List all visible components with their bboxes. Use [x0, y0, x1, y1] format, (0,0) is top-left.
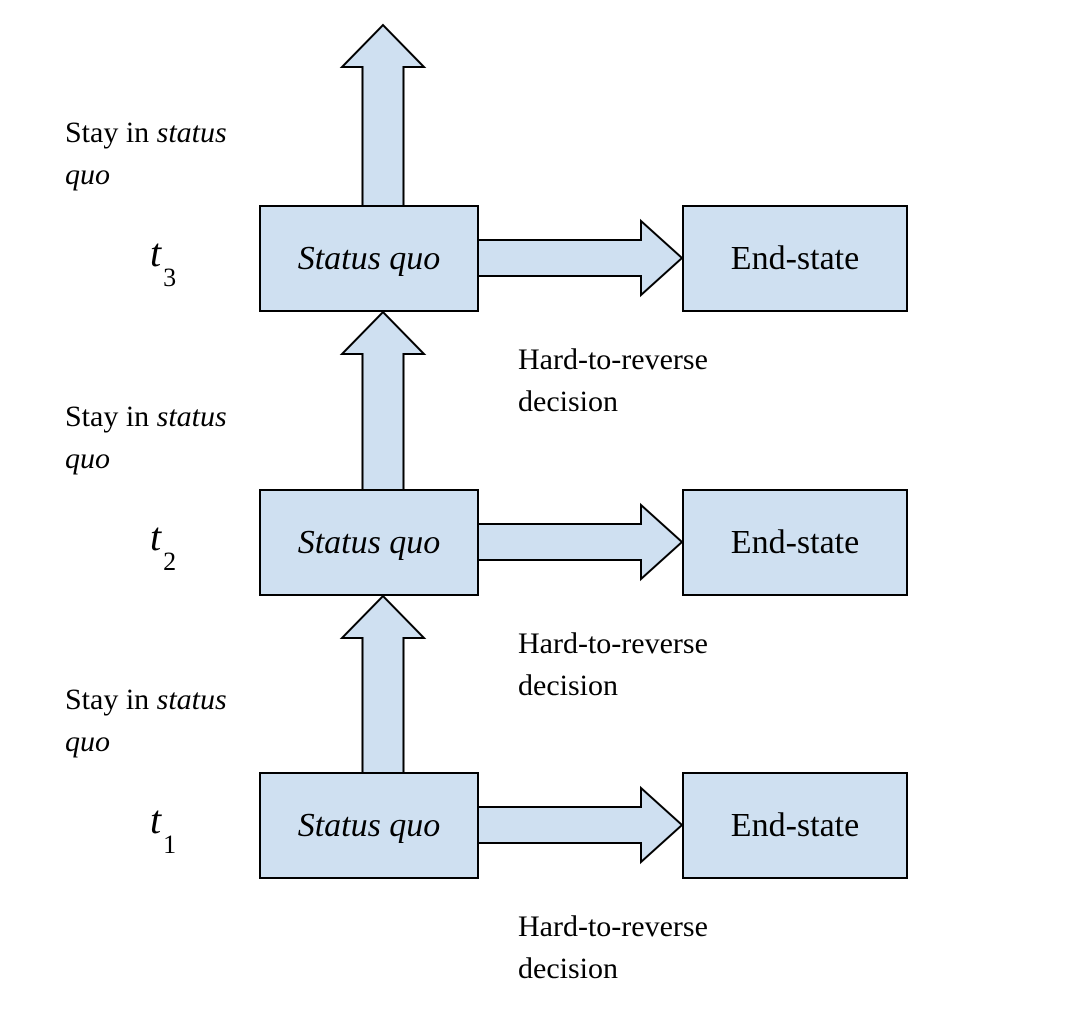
hard-label-line2: decision	[518, 385, 618, 418]
up-arrow-t2-to-t3	[339, 310, 427, 491]
end-state-box-t2: End-state	[682, 489, 908, 596]
hard-label-line2: decision	[518, 669, 618, 702]
stay-label-italic: quo	[65, 725, 110, 758]
stay-label-italic: status	[156, 683, 227, 716]
hard-label-line2: decision	[518, 952, 618, 985]
right-arrow-t2-to-end-state	[477, 502, 684, 582]
time-subscript: 1	[163, 830, 177, 859]
hard-label-line1: Hard-to-reverse	[518, 627, 708, 660]
stay-in-status-quo-label-t3: Stay in status quo	[65, 112, 227, 196]
status-quo-box-label: Status quo	[297, 523, 441, 561]
stay-label-italic: status	[156, 116, 227, 149]
stay-label-plain: Stay in	[65, 683, 150, 716]
time-label-t3: t3	[150, 233, 176, 298]
status-quo-box-label: Status quo	[297, 806, 441, 844]
status-quo-box-t2: Status quo	[259, 489, 479, 596]
status-quo-box-t3: Status quo	[259, 205, 479, 312]
time-label-t1: t1	[150, 800, 176, 865]
end-state-box-t1: End-state	[682, 772, 908, 879]
stay-in-status-quo-label-t2: Stay in status quo	[65, 396, 227, 480]
end-state-box-label: End-state	[730, 523, 860, 561]
up-arrow-t1-to-t2	[339, 594, 427, 774]
stay-in-status-quo-label-t1: Stay in status quo	[65, 679, 227, 763]
status-quo-box-t1: Status quo	[259, 772, 479, 879]
right-arrow-t3-to-end-state	[477, 218, 684, 298]
hard-label-line1: Hard-to-reverse	[518, 910, 708, 943]
stay-label-italic: quo	[65, 158, 110, 191]
stay-label-plain: Stay in	[65, 116, 150, 149]
hard-to-reverse-label-t1: Hard-to-reverse decision	[518, 906, 708, 990]
time-subscript: 3	[163, 263, 177, 292]
stay-label-plain: Stay in	[65, 400, 150, 433]
status-quo-box-label: Status quo	[297, 239, 441, 277]
end-state-box-label: End-state	[730, 806, 860, 844]
time-symbol: t	[150, 230, 162, 275]
time-subscript: 2	[163, 547, 177, 576]
hard-label-line1: Hard-to-reverse	[518, 343, 708, 376]
end-state-box-label: End-state	[730, 239, 860, 277]
end-state-box-t3: End-state	[682, 205, 908, 312]
stay-label-italic: quo	[65, 442, 110, 475]
stay-label-italic: status	[156, 400, 227, 433]
up-arrow-above-t3	[339, 23, 427, 207]
time-symbol: t	[150, 514, 162, 559]
time-symbol: t	[150, 797, 162, 842]
time-label-t2: t2	[150, 517, 176, 582]
right-arrow-t1-to-end-state	[477, 785, 684, 865]
hard-to-reverse-label-t3: Hard-to-reverse decision	[518, 339, 708, 423]
hard-to-reverse-label-t2: Hard-to-reverse decision	[518, 623, 708, 707]
